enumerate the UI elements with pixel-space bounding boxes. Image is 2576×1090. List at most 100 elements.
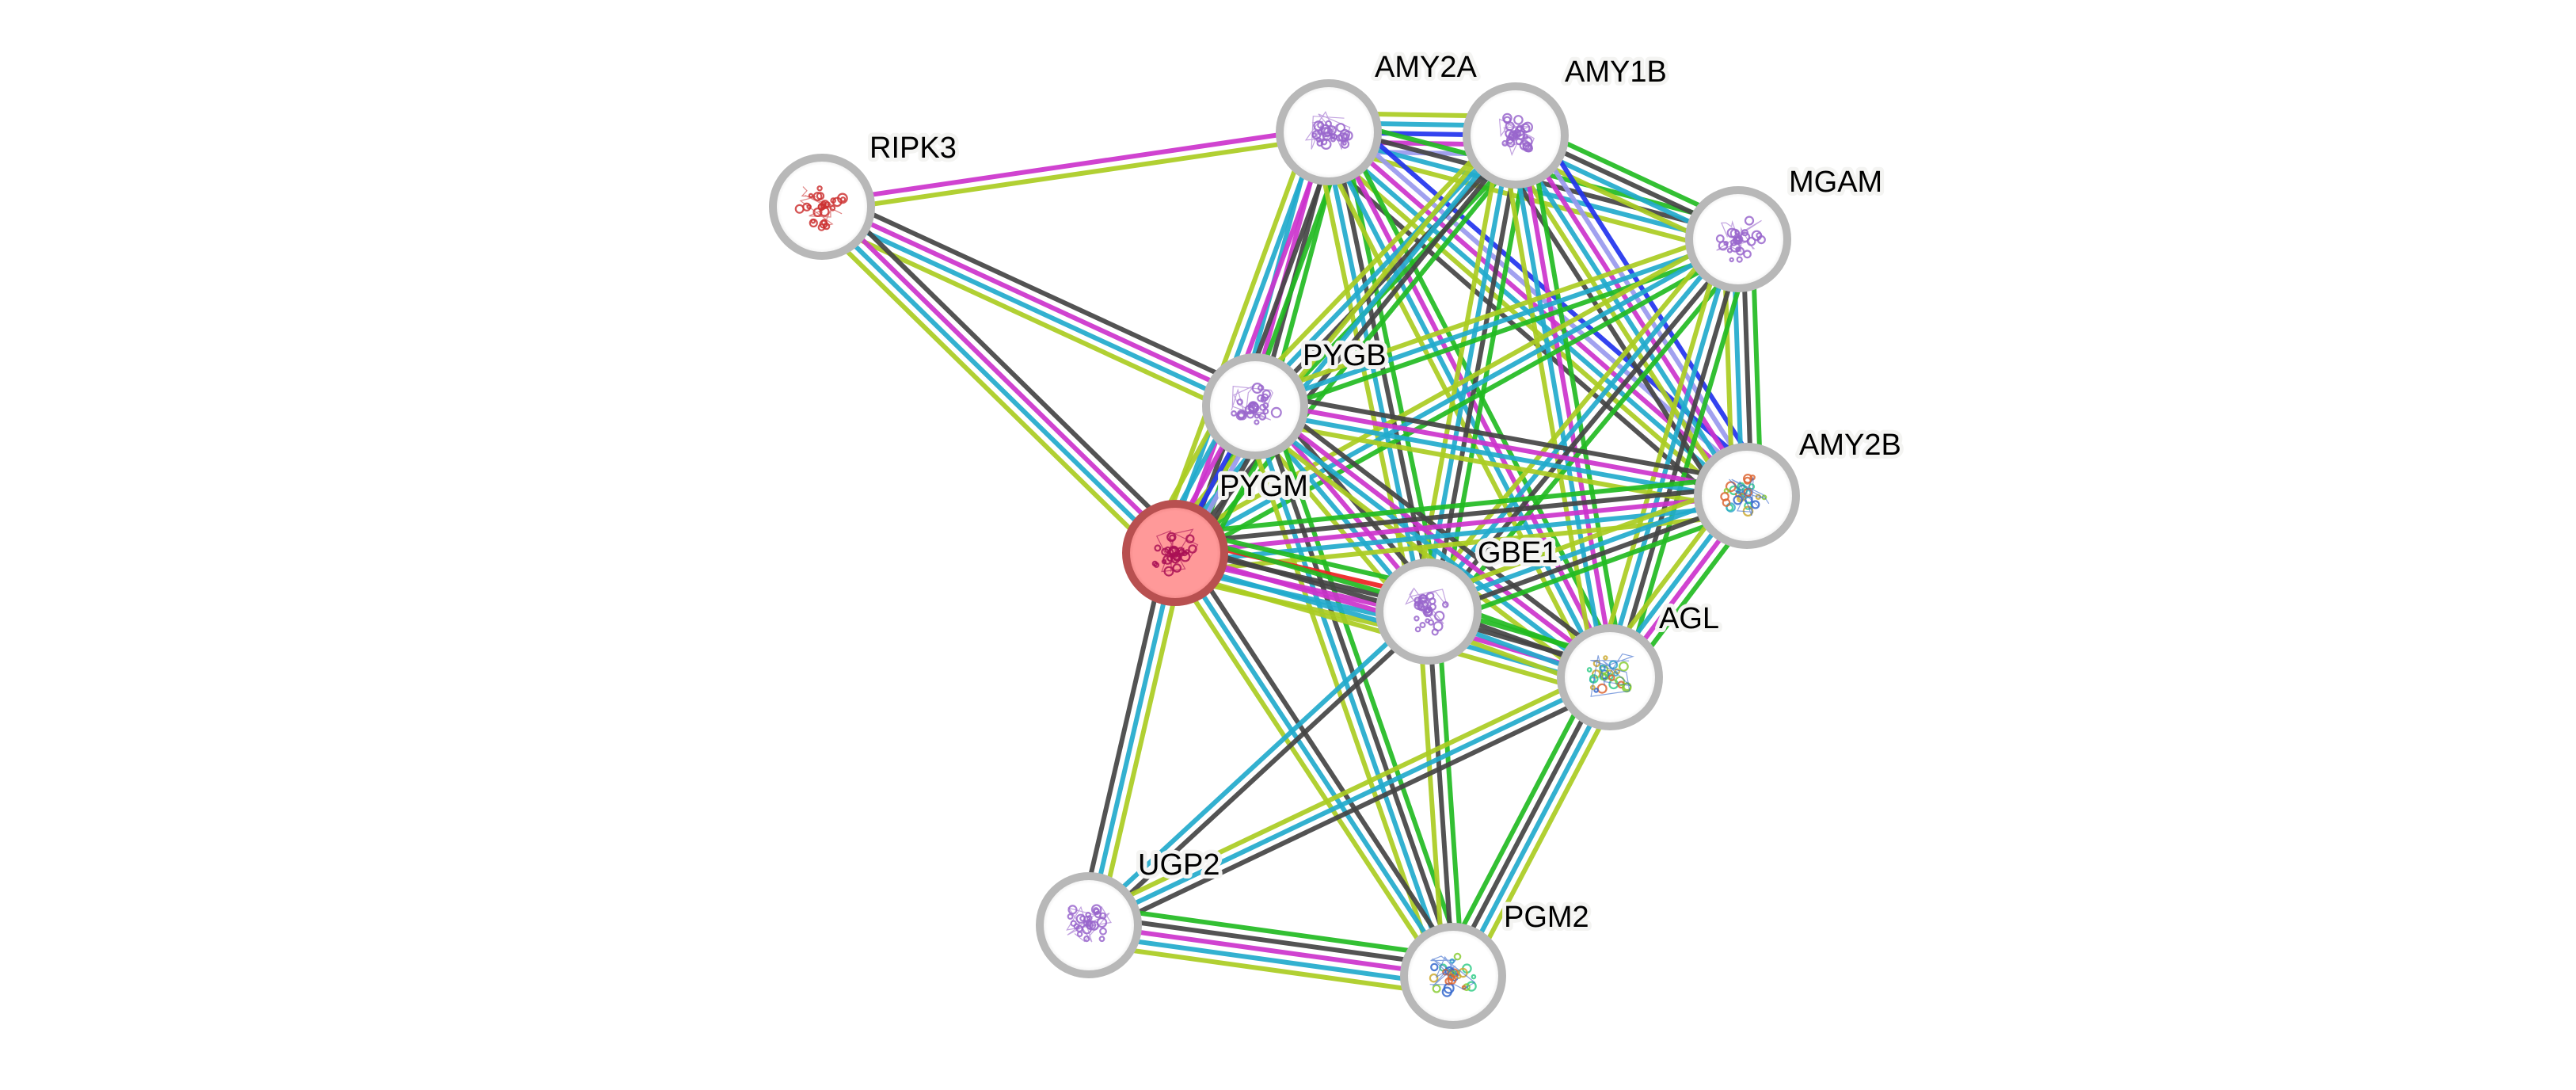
node-label-pygb: PYGB <box>1303 339 1387 372</box>
edge-evidence-experiments <box>824 201 1181 551</box>
edge-ripk3-pygb[interactable] <box>815 191 1262 422</box>
structure-fragment <box>1715 234 1725 243</box>
edge-evidence-coexpression <box>1257 390 1750 485</box>
structure-fragment <box>1270 406 1282 418</box>
edge-mgam-gbe1[interactable] <box>1415 228 1752 623</box>
structure-fragment <box>1726 502 1736 513</box>
structure-fragment <box>1466 981 1477 992</box>
structure-fragment <box>1419 621 1426 628</box>
edge-evidence-textmining <box>1083 666 1608 919</box>
structure-fragment <box>1067 913 1074 920</box>
structure-fragment <box>1586 667 1592 673</box>
edge-ripk3-pygm[interactable] <box>810 194 1187 566</box>
structure-fragment <box>1076 931 1083 938</box>
structure-fragment <box>1099 927 1107 936</box>
protein-structure-icon <box>794 185 848 231</box>
edge-evidence-textmining <box>1593 234 1727 674</box>
structure-backbone <box>1590 653 1635 697</box>
edge-evidence-databases <box>1509 135 1608 679</box>
structure-fragment <box>1729 257 1734 263</box>
edge-evidence-textmining <box>822 134 1330 214</box>
structure-fragment <box>1608 674 1615 681</box>
edge-amy2b-gbe1[interactable] <box>1422 480 1753 627</box>
structure-fragment <box>1179 551 1191 562</box>
structure-fragment <box>1522 134 1529 140</box>
structure-fragment <box>1463 983 1471 992</box>
structure-fragment <box>1098 936 1105 943</box>
edge-evidence-experiments <box>1517 131 1753 495</box>
edge-evidence-textmining <box>1314 137 1600 685</box>
structure-fragment <box>1615 676 1625 687</box>
structure-fragment <box>1259 403 1267 411</box>
edge-gbe1-pgm2[interactable] <box>1417 610 1465 978</box>
edge-agl-pgm2[interactable] <box>1438 669 1625 984</box>
edge-gbe1-ugp2[interactable] <box>1083 606 1434 931</box>
edge-evidence-coexpression <box>1090 613 1434 931</box>
structure-fragment <box>1428 619 1435 626</box>
node-label-ripk3: RIPK3 <box>869 131 957 165</box>
edge-evidence-databases <box>1083 606 1427 924</box>
edge-evidence-neighborhood <box>1438 669 1600 970</box>
edge-agl-ugp2[interactable] <box>1083 666 1615 936</box>
structure-backbone <box>1231 385 1273 421</box>
structure-fragment <box>1414 616 1420 622</box>
edge-pygm-ugp2[interactable] <box>1077 550 1187 928</box>
structure-fragment <box>836 192 848 204</box>
node-ugp2[interactable] <box>1036 872 1142 978</box>
edge-evidence-coexpression <box>1091 684 1615 936</box>
structure-fragment <box>1319 124 1330 135</box>
structure-fragment <box>1320 139 1332 151</box>
node-label-mgam: MGAM <box>1789 166 1882 199</box>
node-gbe1[interactable] <box>1376 558 1482 665</box>
node-pygm[interactable] <box>1122 500 1228 606</box>
node-amy2b[interactable] <box>1694 443 1800 549</box>
node-pgm2[interactable] <box>1400 923 1506 1029</box>
node-circle[interactable] <box>1685 186 1791 292</box>
edge-evidence-coexpression <box>1426 611 1455 977</box>
edge-evidence-coexpression <box>1429 497 1750 619</box>
node-agl[interactable] <box>1557 624 1663 730</box>
edge-evidence-textmining <box>1245 415 1603 691</box>
protein-structure-icon <box>1405 587 1449 636</box>
edge-evidence-neighborhood <box>1090 904 1456 960</box>
structure-backbone <box>1405 587 1448 624</box>
edge-evidence-databases <box>1455 678 1616 980</box>
protein-structure-icon <box>1429 952 1477 997</box>
edge-evidence-textmining <box>810 215 1167 566</box>
node-mgam[interactable] <box>1685 186 1791 292</box>
structure-fragment <box>1733 495 1743 505</box>
edge-evidence-databases <box>1509 136 1745 500</box>
node-pygb[interactable] <box>1202 353 1308 459</box>
edge-amy1b-agl[interactable] <box>1499 132 1627 680</box>
protein-structure-icon <box>1304 111 1353 151</box>
edge-ugp2-pgm2[interactable] <box>1086 904 1456 997</box>
node-ripk3[interactable] <box>769 154 875 260</box>
protein-structure-icon <box>1231 383 1282 425</box>
edge-evidence-textmining <box>1318 141 1740 509</box>
node-amy2a[interactable] <box>1276 79 1382 185</box>
edge-amy1b-pygb[interactable] <box>1242 124 1528 418</box>
structure-fragment <box>1153 562 1160 568</box>
structure-fragment <box>1261 393 1269 402</box>
structure-fragment <box>1743 250 1752 259</box>
structure-fragment <box>1083 935 1090 943</box>
structure-fragment <box>1161 547 1170 556</box>
node-amy1b[interactable] <box>1463 82 1569 189</box>
edge-evidence-coexpression <box>1077 550 1169 924</box>
edge-evidence-coexpression <box>827 191 1262 396</box>
edge-evidence-neighborhood <box>1266 401 1469 973</box>
structure-fragment <box>802 202 812 212</box>
structure-fragment <box>1414 626 1421 633</box>
edge-evidence-coexpression <box>1430 240 1744 616</box>
structure-backbone <box>799 186 843 227</box>
edge-evidence-experiments <box>1174 494 1748 555</box>
edge-evidence-neighborhood <box>1173 474 1745 537</box>
node-label-pgm2: PGM2 <box>1504 901 1589 934</box>
edge-mgam-pygb[interactable] <box>1251 227 1742 418</box>
edge-pygm-pgm2[interactable] <box>1165 546 1463 983</box>
edge-evidence-textmining <box>815 217 1250 422</box>
edge-evidence-neighborhood <box>1437 246 1752 623</box>
edge-ripk3-amy2a[interactable] <box>820 125 1330 214</box>
structure-fragment <box>1154 544 1162 552</box>
